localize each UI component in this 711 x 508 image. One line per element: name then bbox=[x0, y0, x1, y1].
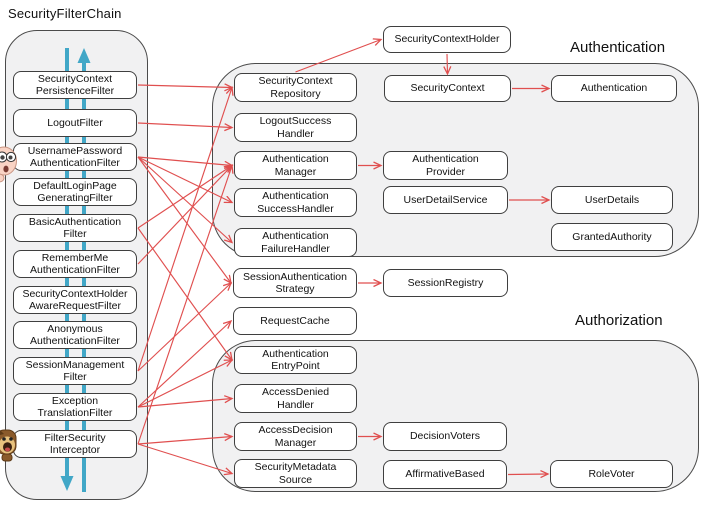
authorization-group-label: Authorization bbox=[575, 312, 663, 329]
authentication-group-label: Authentication bbox=[570, 39, 666, 56]
authentication-group-container bbox=[212, 63, 699, 257]
filter-chain-container bbox=[5, 30, 148, 500]
authorization-group-container bbox=[212, 340, 699, 492]
filter-chain-title: SecurityFilterChain bbox=[8, 6, 122, 21]
